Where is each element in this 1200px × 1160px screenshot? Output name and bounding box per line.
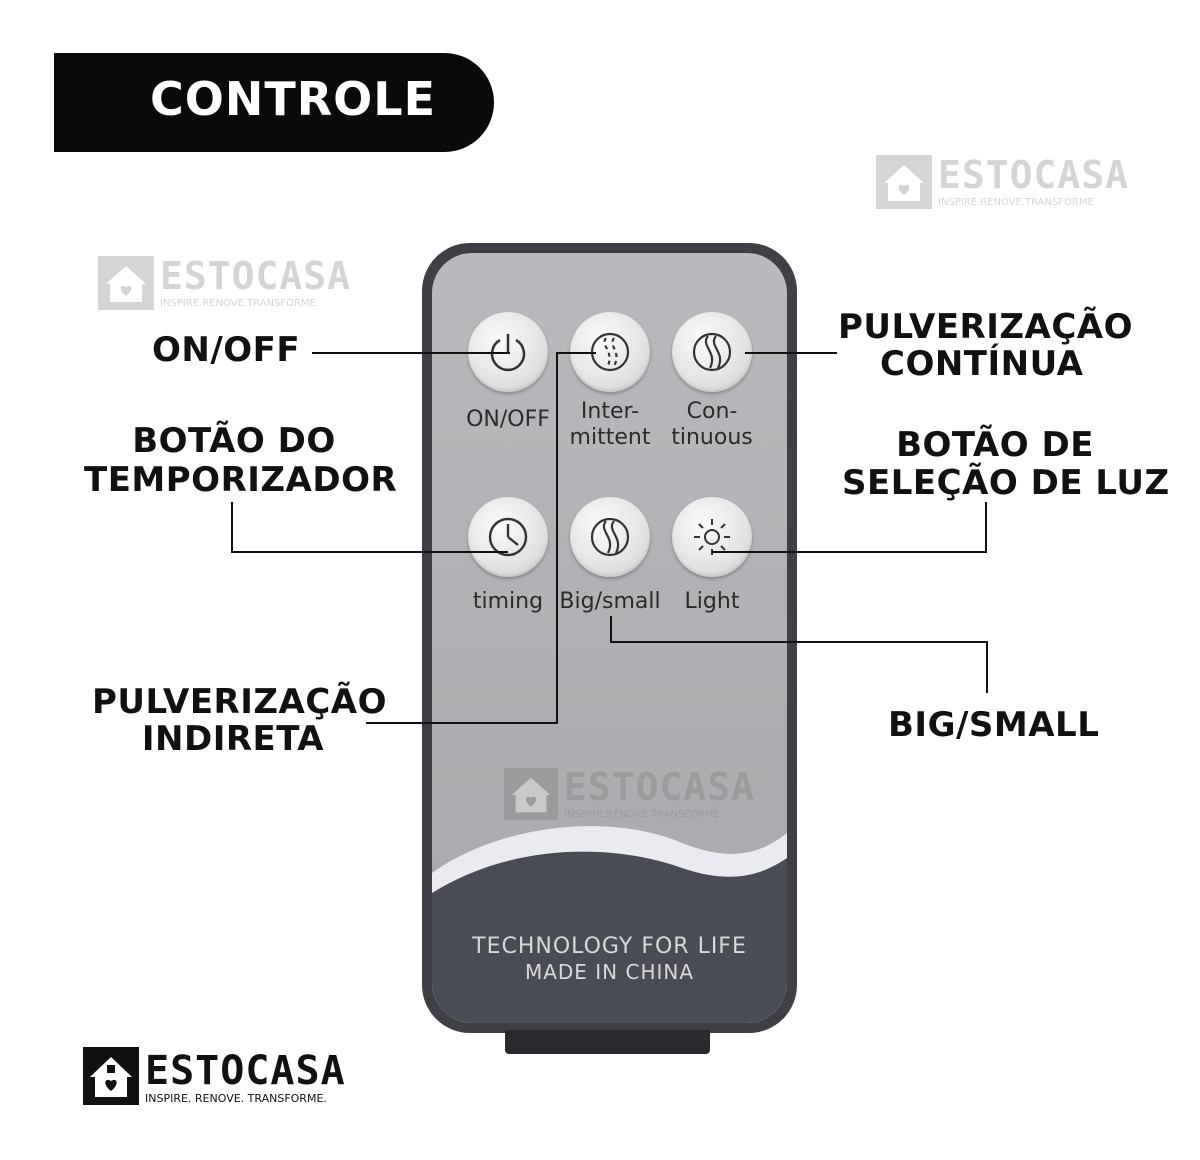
continuous-button-label-1: Con- [686,399,738,424]
watermark-name: ESTOCASA [564,765,756,809]
leader-on-off [312,352,510,354]
leader-big-small-v2 [986,641,988,693]
leader-timer-v [231,502,233,552]
leader-indirect-h1 [556,352,596,354]
callout-timer-line-2: TEMPORIZADOR [84,460,398,500]
intermittent-button-label-2: mittent [569,425,651,450]
timing-button-label: timing [472,589,544,614]
power-button-label: ON/OFF [466,407,550,432]
remote-brand-line-1: TECHNOLOGY FOR LIFE [472,934,747,959]
callout-light-line-1: BOTÃO DE [896,425,1094,465]
watermark-tagline: INSPIRE.RENOVE.TRANSFORME [938,197,1094,208]
callout-continuous-line-2: CONTÍNUA [880,344,1084,384]
callout-timer-line-1: BOTÃO DO [132,421,336,461]
continuous-spray-icon [692,332,732,372]
remote-bottom-wave [432,826,787,1023]
brand-logo-tagline: INSPIRE. RENOVE. TRANSFORME. [145,1092,327,1105]
house-logo-icon [98,256,154,310]
leader-timer-h [231,551,508,553]
leader-indirect-h2 [366,722,558,724]
callout-light-line-2: SELEÇÃO DE LUZ [842,463,1170,503]
watermark-name: ESTOCASA [938,153,1130,197]
callout-indirect-line-2: INDIRETA [141,719,325,759]
watermark-name: ESTOCASA [160,254,352,298]
remote-brand-line-2: MADE IN CHINA [524,960,695,984]
leader-light-v [985,502,987,552]
callout-big-small: BIG/SMALL [888,705,1100,745]
brand-logo-name: ESTOCASA [145,1048,346,1094]
continuous-button[interactable] [672,312,752,392]
watermark-tagline: INSPIRE.RENOVE.TRANSFORME [564,809,720,820]
callout-continuous-line-1: PULVERIZAÇÃO [838,307,1134,347]
callout-indirect-line-1: PULVERIZAÇÃO [92,682,388,722]
callout-on-off: ON/OFF [152,330,301,370]
leader-indirect-v [556,352,558,724]
house-logo-icon [83,1047,139,1105]
house-logo-icon [876,155,932,209]
remote-bottom-connector [505,1030,710,1054]
big-small-button[interactable] [570,497,650,577]
continuous-button-label-2: tinuous [671,425,753,450]
timing-button[interactable] [468,497,548,577]
header-banner [54,53,494,152]
clock-icon [488,517,528,557]
big-small-button-label: Big/small [559,589,661,614]
power-icon [490,334,526,372]
big-small-spray-icon [590,517,630,557]
sun-icon [694,519,730,555]
house-logo-icon [504,767,558,821]
light-button[interactable] [672,497,752,577]
leader-continuous [745,352,837,354]
page-title: CONTROLE [150,72,436,126]
leader-light-h [712,551,987,553]
intermittent-button-label-1: Inter- [580,399,640,424]
leader-big-small-h [610,641,988,643]
leader-big-small-v1 [610,616,612,642]
watermark-tagline: INSPIRE.RENOVE.TRANSFORME [160,298,316,309]
light-button-label: Light [684,589,740,614]
